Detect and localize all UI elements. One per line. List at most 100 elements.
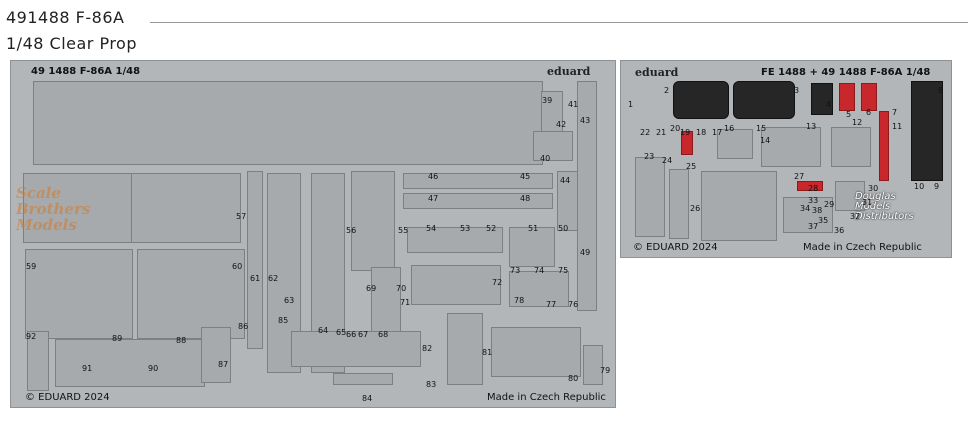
large-part-number-47: 47 [428, 194, 439, 203]
small-part-number-22: 22 [640, 128, 651, 137]
large-part-number-80: 80 [568, 374, 579, 383]
fret-small-made-in: Made in Czech Republic [803, 242, 922, 253]
wheel-bay-right [137, 249, 245, 339]
small-part-number-5: 5 [846, 110, 852, 119]
small-part-number-10: 10 [914, 182, 925, 191]
watermark-right: Douglas Models Distributors [855, 192, 914, 222]
large-part-number-62: 62 [268, 274, 279, 283]
fret-large-copyright: © EDUARD 2024 [25, 392, 110, 403]
small-part-number-7: 7 [892, 108, 898, 117]
large-part-number-91: 91 [82, 364, 93, 373]
part-84 [333, 373, 393, 385]
large-part-number-53: 53 [460, 224, 471, 233]
parts-34-38 [783, 197, 833, 233]
small-part-number-1: 1 [628, 100, 634, 109]
large-part-number-48: 48 [520, 194, 531, 203]
eduard-logo-small: eduard [635, 66, 679, 79]
large-part-number-63: 63 [284, 296, 295, 305]
small-part-number-2: 2 [664, 86, 670, 95]
parts-69-71 [371, 267, 401, 337]
small-part-number-9: 9 [934, 182, 940, 191]
large-part-number-51: 51 [528, 224, 539, 233]
part-87 [201, 327, 231, 383]
large-part-number-60: 60 [232, 262, 243, 271]
part-92 [27, 331, 49, 391]
large-part-number-76: 76 [568, 300, 579, 309]
part-12 [831, 127, 871, 167]
watermark-right-line2: Models [855, 201, 891, 212]
small-part-number-35: 35 [818, 216, 829, 225]
small-part-number-33: 33 [808, 196, 819, 205]
large-part-number-72: 72 [492, 278, 503, 287]
large-part-number-83: 83 [426, 380, 437, 389]
wing-panel-strip [33, 81, 543, 165]
eduard-logo: eduard [547, 65, 591, 78]
product-code-title: 491488 F-86A [6, 8, 125, 27]
parts-88-91 [55, 339, 205, 387]
large-part-number-46: 46 [428, 172, 439, 181]
small-part-number-6: 6 [866, 108, 872, 117]
part-79 [583, 345, 603, 385]
part-18 [717, 129, 753, 159]
small-part-number-16: 16 [724, 124, 735, 133]
small-part-number-3: 3 [794, 86, 800, 95]
part-29-30 [835, 181, 865, 211]
strip-43 [577, 81, 597, 311]
large-part-number-75: 75 [558, 266, 569, 275]
part-26 [669, 169, 689, 239]
large-part-number-44: 44 [560, 176, 571, 185]
wheel-bay-left [25, 249, 133, 339]
fret-large-made-in: Made in Czech Republic [487, 392, 606, 403]
large-part-number-41: 41 [568, 100, 579, 109]
fret-small-title: FE 1488 + 49 1488 F-86A 1/48 [761, 67, 931, 78]
small-part-number-26: 26 [690, 204, 701, 213]
row-52-54 [407, 227, 503, 253]
large-part-number-66: 66 [346, 330, 357, 339]
part-23-24 [635, 157, 665, 237]
red-part-28 [797, 181, 823, 191]
large-part-number-82: 82 [422, 344, 433, 353]
large-part-number-81: 81 [482, 348, 493, 357]
header-divider [150, 22, 968, 23]
part-72 [411, 265, 501, 305]
large-part-number-65: 65 [336, 328, 347, 337]
large-part-number-89: 89 [112, 334, 123, 343]
part-25 [701, 171, 777, 241]
small-part-number-8: 8 [938, 86, 944, 95]
large-part-number-45: 45 [520, 172, 531, 181]
small-part-number-14: 14 [760, 136, 771, 145]
strip-61 [247, 171, 263, 349]
photo-etch-fret-large: 49 1488 F-86A 1/48 eduard © EDUARD 2024 … [10, 60, 616, 408]
large-part-number-43: 43 [580, 116, 591, 125]
large-part-number-86: 86 [238, 322, 249, 331]
large-part-number-49: 49 [580, 248, 591, 257]
intake-panel-left [23, 173, 133, 243]
large-part-number-61: 61 [250, 274, 261, 283]
large-part-number-90: 90 [148, 364, 159, 373]
small-part-number-25: 25 [686, 162, 697, 171]
part-82 [291, 331, 421, 367]
small-part-number-13: 13 [806, 122, 817, 131]
row-45-46 [403, 173, 553, 189]
large-part-number-70: 70 [396, 284, 407, 293]
large-part-number-73: 73 [510, 266, 521, 275]
small-part-number-24: 24 [662, 156, 673, 165]
red-strip-11 [879, 111, 889, 181]
large-part-number-88: 88 [176, 336, 187, 345]
watermark-left-line1: Scale [16, 184, 61, 202]
photo-etch-fret-small: eduard FE 1488 + 49 1488 F-86A 1/48 © ED… [620, 60, 952, 258]
small-part-number-20: 20 [670, 124, 681, 133]
small-part-number-36: 36 [834, 226, 845, 235]
part-80 [491, 327, 581, 377]
part-40 [533, 131, 573, 161]
large-part-number-55: 55 [398, 226, 409, 235]
red-part-6 [861, 83, 877, 111]
red-part-5 [839, 83, 855, 111]
fret-small-copyright: © EDUARD 2024 [633, 242, 718, 253]
large-part-number-39: 39 [542, 96, 553, 105]
part-8-9 [911, 81, 943, 181]
small-part-number-31: 31 [862, 198, 873, 207]
instrument-panel-2 [673, 81, 729, 119]
large-part-number-79: 79 [600, 366, 611, 375]
large-part-number-59: 59 [26, 262, 37, 271]
